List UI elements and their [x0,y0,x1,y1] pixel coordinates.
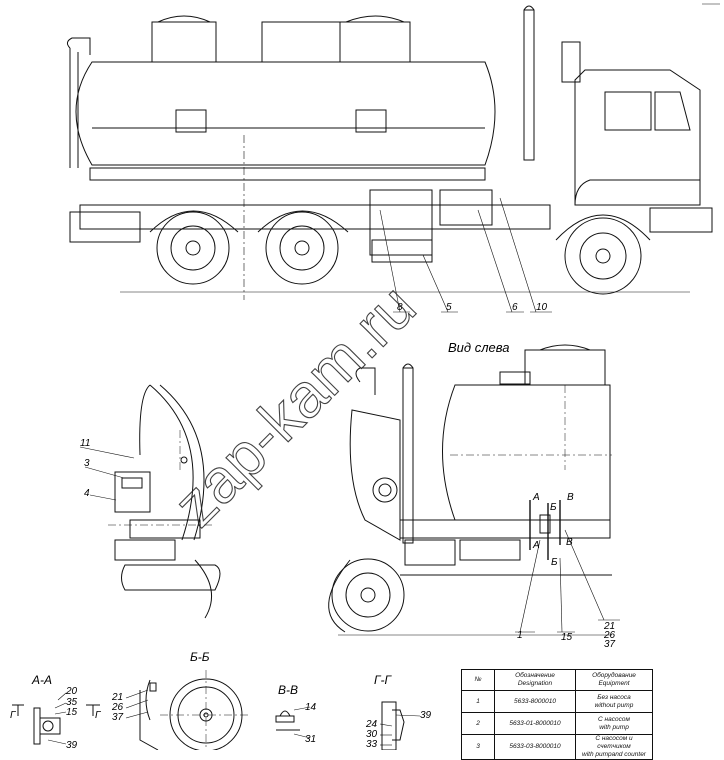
callout-3: 3 [84,458,90,469]
callout-21: 21 [603,621,615,632]
labels: Вид слева 8 5 6 10 11 3 4 А В Б А Б В 1 … [10,302,616,750]
section-mark-a-bottom: А [532,540,540,551]
callout-gg-39: 39 [420,710,432,721]
section-vv-title: В-В [278,683,298,697]
spec-header-row: № Обозначение Designation Оборудование E… [461,669,653,691]
section-vv [275,706,311,739]
spec-row-designation: 5633-03-8000010 [494,734,576,760]
spec-table: № Обозначение Designation Оборудование E… [461,669,653,760]
section-gg [379,701,421,750]
spec-row-equipment: С насосом with pump [575,712,653,735]
section-mark-b-bottom: Б [551,557,558,568]
rear-partial-view [79,384,221,619]
spec-row-number: 1 [461,690,495,713]
section-aa-mark-left: Г [10,710,17,721]
spec-header-no: № [461,669,495,691]
callout-gg-33: 33 [366,739,378,750]
section-aa-title: А-А [31,673,52,687]
spec-row-designation: 5633-01-8000010 [494,712,576,735]
callout-bb-26: 26 [111,702,124,713]
section-bb-title: Б-Б [190,650,210,664]
spec-row-designation: 5633-8000010 [494,690,576,713]
spec-row: 1 5633-8000010 Без насоса without pump [461,690,653,713]
section-gg-title: Г-Г [374,673,393,687]
spec-row-number: 2 [461,712,495,735]
spec-row-equipment: С насосом и счетчиком with pumpand count… [575,734,653,760]
left-side-view [328,344,620,636]
section-aa-mark-right: Г [95,710,102,721]
side-view-truck [66,5,713,313]
callout-1: 1 [517,630,523,641]
spec-row: 2 5633-01-8000010 С насосом with pump [461,712,653,735]
callout-aa-35: 35 [66,697,78,708]
callout-bb-37: 37 [112,712,124,723]
callout-10: 10 [536,302,548,313]
section-aa [12,692,100,745]
callout-gg-24: 24 [365,719,378,730]
spec-row-number: 3 [461,734,495,760]
callout-gg-30: 30 [366,729,378,740]
callout-aa-39: 39 [66,740,78,750]
callout-37: 37 [604,639,616,650]
spec-row-equipment: Без насоса without pump [575,690,653,713]
callout-vv-31: 31 [305,734,316,745]
left-view-title: Вид слева [448,340,510,355]
callout-5: 5 [446,302,452,313]
section-mark-a-top: А [532,492,540,503]
section-mark-v-top: В [567,492,574,503]
spec-row: 3 5633-03-8000010 С насосом и счетчиком … [461,734,653,760]
callout-15: 15 [561,632,573,643]
callout-11: 11 [80,438,90,449]
section-mark-b-mid: Б [550,502,557,513]
callout-8: 8 [397,302,403,313]
section-bb [125,670,250,750]
callout-aa-15: 15 [66,707,78,718]
callout-aa-20: 20 [65,686,78,697]
watermark: zap-kam.ru [161,272,429,540]
callout-6: 6 [512,302,518,313]
callout-26: 26 [603,630,616,641]
section-mark-v-bottom: В [566,537,573,548]
callout-vv-14: 14 [305,702,317,713]
spec-header-equipment: Оборудование Equipment [575,669,653,691]
callout-4: 4 [84,488,90,499]
callout-bb-21: 21 [111,692,123,703]
spec-header-designation: Обозначение Designation [494,669,576,691]
